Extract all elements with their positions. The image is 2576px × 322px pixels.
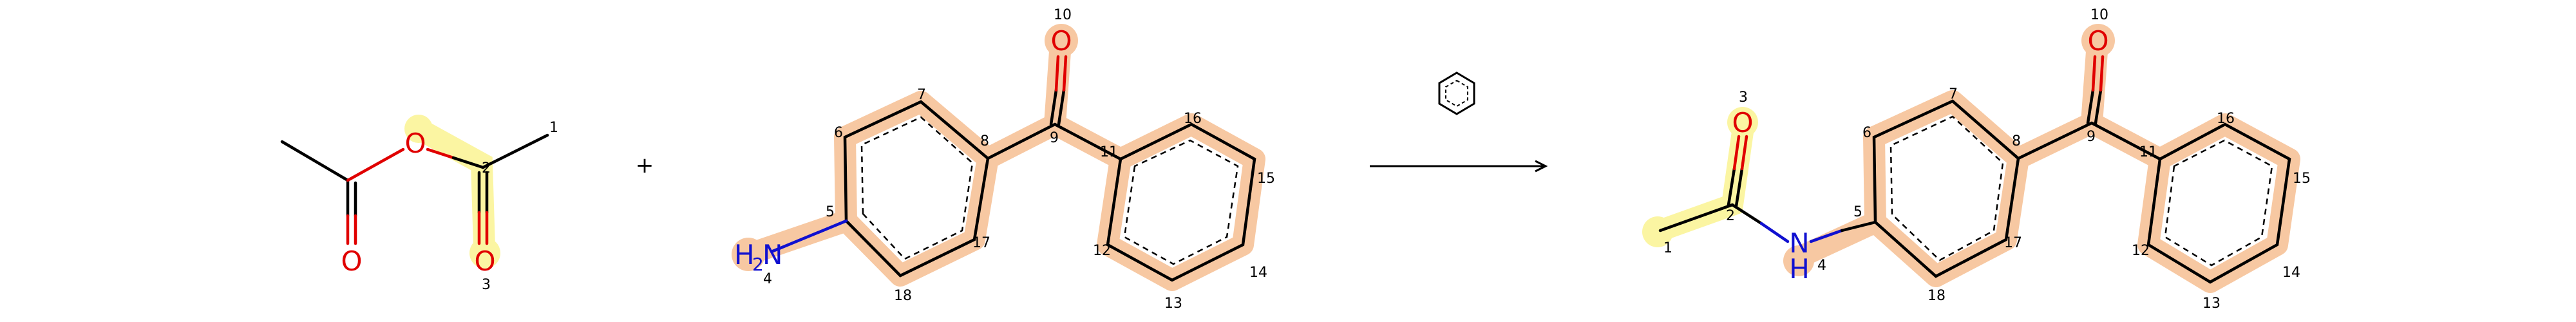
bond bbox=[1062, 55, 1068, 92]
highlight-amine-ketone bbox=[1788, 41, 2300, 293]
atom-index-18: 18 bbox=[894, 288, 912, 304]
atom-index-12: 12 bbox=[2132, 243, 2150, 259]
atom-index-1: 1 bbox=[1663, 240, 1672, 256]
bond bbox=[2090, 121, 2162, 161]
bond bbox=[771, 219, 848, 253]
highlight-atom-1 bbox=[404, 115, 433, 143]
atom-index-13: 13 bbox=[1164, 296, 1182, 312]
atom-index-15: 15 bbox=[1257, 171, 1275, 187]
atom-index-7: 7 bbox=[1949, 86, 1958, 102]
atom-index-1: 1 bbox=[549, 120, 558, 136]
atom-index-16: 16 bbox=[1184, 111, 1202, 127]
bond bbox=[1057, 88, 1066, 126]
bond bbox=[2086, 88, 2095, 125]
atom-o-ketone: O bbox=[1050, 25, 1072, 57]
atom-index-4: 4 bbox=[1817, 258, 1826, 274]
highlight-atom-3 bbox=[1727, 107, 1758, 138]
bond bbox=[1730, 203, 1763, 225]
atom-index-11: 11 bbox=[2139, 144, 2157, 160]
reactant-aminobenzophenone: H 2 N O 4 5 6 7 8 9 10 11 12 13 14 15 16… bbox=[732, 7, 1275, 312]
atom-o-ketone: O bbox=[2087, 25, 2108, 57]
atom-index-17: 17 bbox=[972, 235, 990, 251]
bond bbox=[426, 147, 455, 160]
atom-index-16: 16 bbox=[2217, 111, 2235, 127]
atom-index-3: 3 bbox=[482, 277, 491, 293]
atom-index-13: 13 bbox=[2202, 296, 2221, 312]
atom-index-14: 14 bbox=[1249, 265, 1267, 281]
ring-b-bonds bbox=[2146, 122, 2291, 284]
arrowhead-icon bbox=[1535, 160, 1548, 173]
atom-index-6: 6 bbox=[1862, 125, 1871, 141]
atom-o-carbonyl-3: O bbox=[474, 245, 495, 277]
bond bbox=[1840, 220, 1877, 232]
bond bbox=[2016, 121, 2094, 160]
atom-index-11: 11 bbox=[1100, 144, 1118, 160]
bond bbox=[1734, 167, 1744, 208]
ring-a-aromatic bbox=[1889, 115, 2004, 261]
atom-h-amine: H bbox=[734, 239, 755, 270]
atom-index-15: 15 bbox=[2293, 171, 2311, 187]
atom-index-2: 2 bbox=[1726, 208, 1735, 224]
atom-o-carbonyl-left: O bbox=[341, 245, 362, 277]
bond bbox=[1054, 55, 1060, 92]
atom-index-8: 8 bbox=[2012, 133, 2021, 149]
highlight-atom-4 bbox=[1783, 245, 1814, 276]
atom-index-10: 10 bbox=[1054, 7, 1072, 23]
highlight-amine-ketone bbox=[737, 41, 1265, 291]
atom-index-6: 6 bbox=[834, 125, 843, 141]
bond bbox=[2091, 55, 2097, 92]
bond bbox=[1740, 135, 1748, 171]
bond bbox=[2099, 55, 2105, 92]
atom-index-12: 12 bbox=[1093, 243, 1111, 259]
bond bbox=[1727, 167, 1736, 207]
atom-o-amide: O bbox=[1732, 107, 1753, 138]
atom-index-18: 18 bbox=[1927, 288, 1946, 304]
atom-index-5: 5 bbox=[826, 204, 835, 220]
atom-index-5: 5 bbox=[1853, 204, 1862, 220]
bond bbox=[1658, 203, 1734, 232]
highlight-acetyl bbox=[408, 118, 495, 258]
bond bbox=[2094, 88, 2103, 125]
reactant-acetic-anhydride: O O O 1 2 3 bbox=[280, 115, 558, 293]
atom-h-subscript: 2 bbox=[752, 254, 764, 275]
atom-index-10: 10 bbox=[2090, 7, 2108, 23]
bond bbox=[1732, 135, 1741, 171]
atom-index-9: 9 bbox=[2087, 129, 2096, 145]
bond bbox=[1053, 122, 1122, 161]
atom-n-amide: N bbox=[1789, 227, 1809, 259]
bond bbox=[986, 122, 1057, 160]
ring-b-aromatic bbox=[2164, 139, 2273, 267]
highlight-atom-10 bbox=[1045, 24, 1078, 57]
atom-index-3: 3 bbox=[1739, 90, 1748, 106]
ring-b-bonds bbox=[1106, 122, 1256, 282]
atom-index-17: 17 bbox=[2004, 235, 2022, 251]
atom-index-8: 8 bbox=[980, 133, 989, 149]
atom-o-ester: O bbox=[404, 128, 426, 159]
reaction-arrow-group bbox=[1370, 71, 1548, 173]
atom-h-amide: H bbox=[1789, 253, 1810, 285]
bond bbox=[1809, 229, 1844, 243]
bond bbox=[451, 156, 485, 169]
highlight-atom-10 bbox=[2081, 24, 2115, 57]
bond bbox=[346, 147, 405, 182]
highlight-atom-3 bbox=[469, 238, 500, 269]
product-acetamidobenzophenone: O N H O 1 2 3 4 5 6 7 8 9 10 11 12 13 14… bbox=[1642, 7, 2311, 312]
atom-n-amine: N bbox=[762, 239, 782, 270]
bond bbox=[280, 140, 350, 182]
highlight-atom-1 bbox=[1642, 216, 1673, 247]
atom-index-9: 9 bbox=[1050, 130, 1059, 146]
benzene-icon bbox=[1438, 71, 1475, 115]
highlight-atom-4 bbox=[732, 238, 765, 271]
bond bbox=[481, 133, 549, 169]
atom-index-14: 14 bbox=[2282, 265, 2300, 281]
atom-index-2: 2 bbox=[482, 160, 491, 176]
atom-index-4: 4 bbox=[763, 271, 772, 287]
bond bbox=[1049, 88, 1058, 126]
plus-sign: + bbox=[636, 153, 654, 178]
atom-index-7: 7 bbox=[917, 87, 926, 103]
ring-b-aromatic bbox=[1123, 139, 1239, 265]
bond bbox=[1759, 222, 1790, 243]
